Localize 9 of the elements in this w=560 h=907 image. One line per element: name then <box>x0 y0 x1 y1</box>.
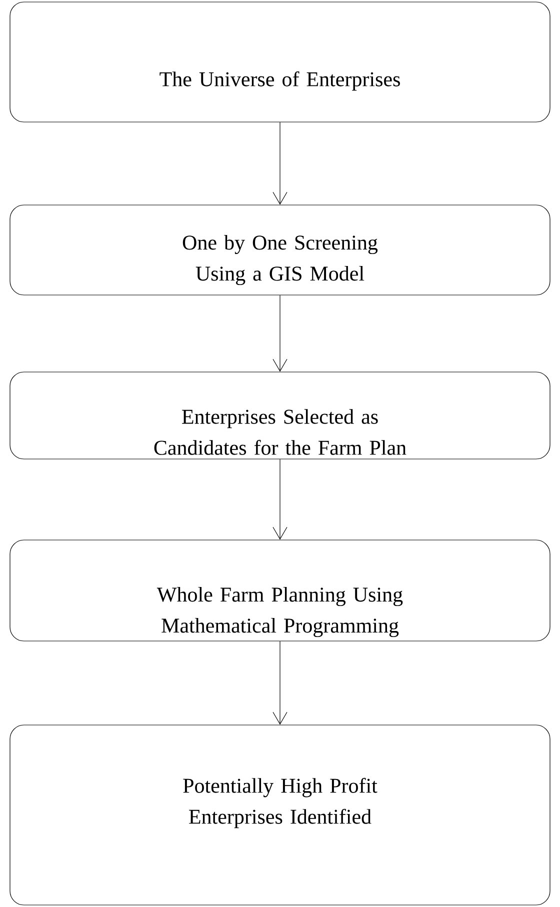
process-box: Enterprises Selected as Candidates for the Farm Plan <box>10 372 550 460</box>
process-box: The Universe of Enterprises <box>10 2 550 122</box>
arrow <box>272 641 288 725</box>
arrow <box>272 459 288 540</box>
arrow <box>272 295 288 372</box>
process-box: One by One Screening Using a GIS Model <box>10 204 550 296</box>
process-box: Potentially High Profit Enterprises Identified <box>10 724 550 906</box>
arrow <box>272 122 288 205</box>
process-box: Whole Farm Planning Using Mathematical Programming <box>10 540 550 642</box>
